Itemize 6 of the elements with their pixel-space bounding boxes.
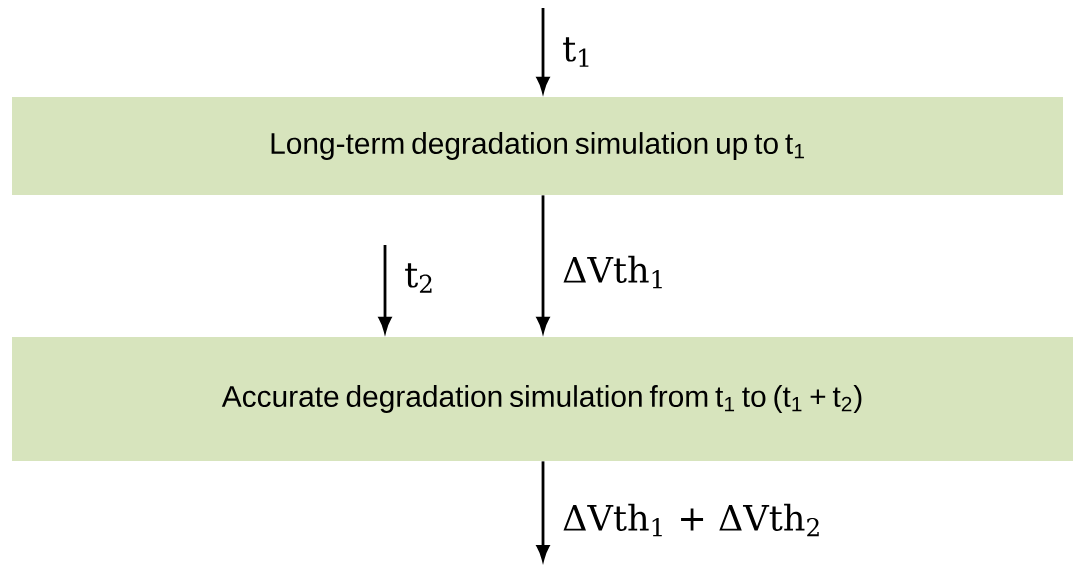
edge-label: t$_{2}$: [402, 261, 437, 295]
edge-label: ΔVth$_{1}$ + ΔVth$_{2}$: [560, 502, 824, 538]
edge-label: ΔVth$_{1}$: [560, 254, 668, 290]
process-box: Long-term degradation simulation up to t$_{1}$: [12, 97, 1063, 195]
process-box: Accurate degradation simulation from t$_{1}$ to (t$_{1}$ + t$_{2}$): [12, 337, 1073, 461]
edge-label: t$_{1}$: [560, 35, 595, 69]
